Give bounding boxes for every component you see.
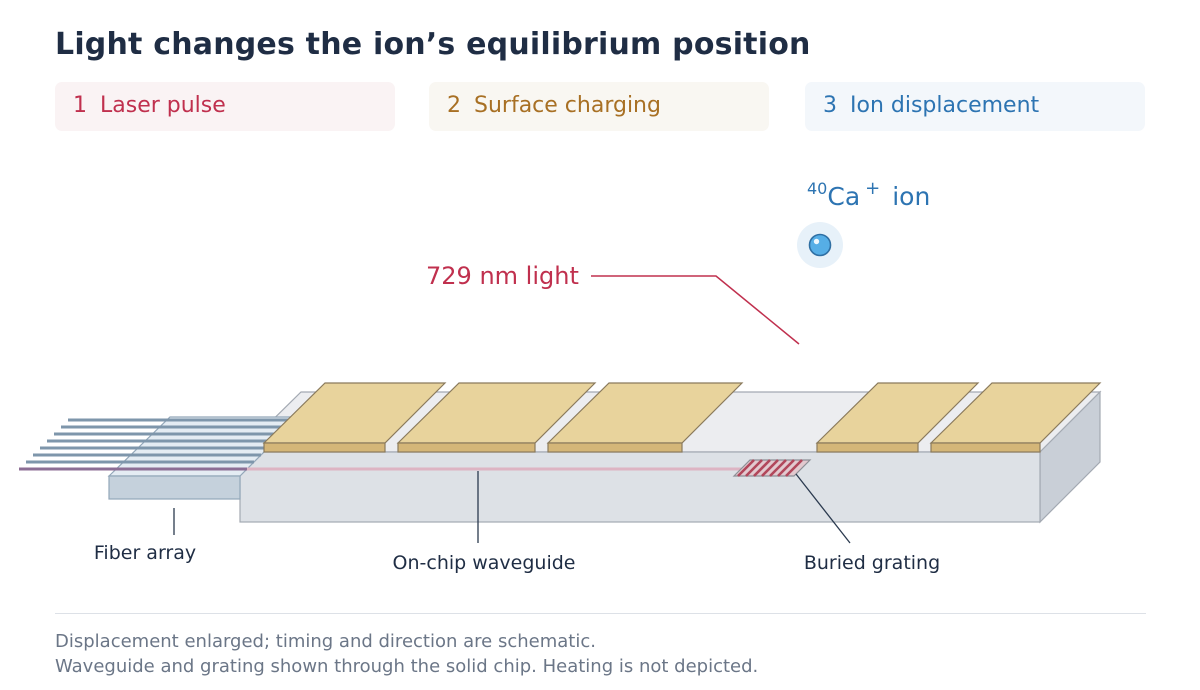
step-number: 1 (73, 93, 87, 118)
ion-word: ion (892, 182, 930, 211)
footer-divider (55, 613, 1146, 614)
buried-grating (732, 459, 812, 477)
electrode (262, 382, 447, 453)
waveguide-label: On-chip waveguide (393, 552, 576, 574)
ion-charge: + (865, 178, 880, 199)
electrode (815, 382, 980, 453)
grating-leader (795, 473, 851, 544)
fiber-array-label: Fiber array (94, 542, 196, 564)
ion-isotope: 40 (807, 179, 827, 198)
electrode (929, 382, 1102, 453)
fiber-array (19, 416, 301, 500)
light-leader-line (591, 275, 800, 345)
chip-front-face (239, 451, 1041, 523)
step-laser-pulse: 1 Laser pulse (55, 82, 395, 131)
step-label: Laser pulse (100, 93, 226, 118)
step-number: 3 (823, 93, 837, 118)
step-ion-displacement: 3 Ion displacement (805, 82, 1145, 131)
step-surface-charging: 2 Surface charging (429, 82, 769, 131)
step-label: Ion displacement (850, 93, 1040, 118)
step-label: Surface charging (474, 93, 661, 118)
light-label: 729 nm light (426, 262, 579, 290)
step-number: 2 (447, 93, 461, 118)
ion (808, 233, 832, 257)
footnote: Waveguide and grating shown through the … (55, 656, 759, 677)
page-title: Light changes the ion’s equilibrium posi… (55, 27, 811, 62)
footnote: Displacement enlarged; timing and direct… (55, 631, 596, 652)
ion-label: 40Ca+ ion (807, 178, 930, 211)
ion-highlight (813, 238, 820, 245)
ion-element: Ca (827, 182, 860, 211)
electrode (396, 382, 597, 453)
electrode (546, 382, 744, 453)
grating-label: Buried grating (804, 552, 940, 574)
